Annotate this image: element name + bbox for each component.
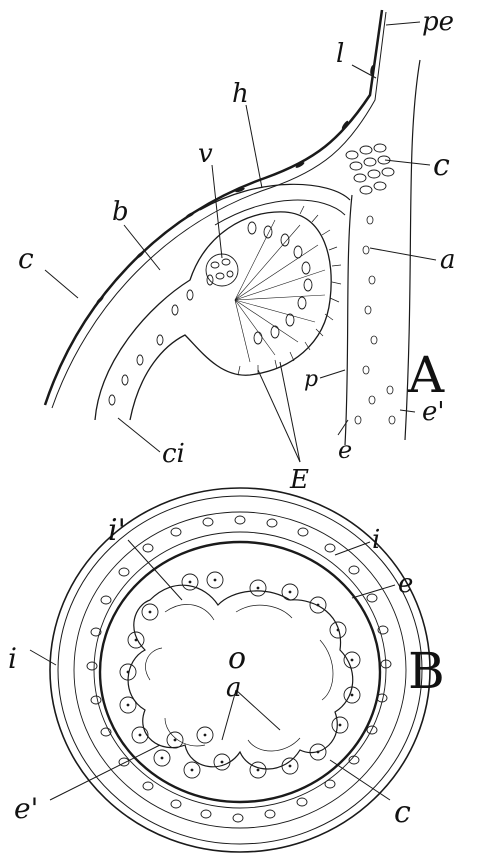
outer-wall-a <box>45 10 382 405</box>
panel-label-b: B <box>408 642 445 700</box>
label-a-pe: pe <box>422 7 454 37</box>
sensory-epithelium <box>95 212 331 420</box>
label-b-c: c <box>394 795 411 830</box>
label-a-e: e <box>338 436 352 464</box>
label-a-c-left: c <box>18 242 34 275</box>
label-a-a: a <box>440 245 456 275</box>
label-a-l: l <box>336 39 344 69</box>
cell-cluster <box>346 144 394 194</box>
label-b-e-prime: e' <box>14 792 38 825</box>
sensory-nuclei <box>109 222 312 405</box>
right-wall-cells <box>355 216 395 424</box>
cilia-fringe <box>238 206 341 375</box>
label-a-h: h <box>232 79 249 109</box>
panel-label-a: A <box>407 346 445 404</box>
label-a-v: v <box>198 139 213 169</box>
label-a-p: p <box>304 367 318 392</box>
figure-a: pe l h c v b c a p e e' ci E A <box>18 7 456 495</box>
right-epithelium-inner <box>345 195 352 445</box>
figure-b: i' i e i o a e' c B <box>8 488 445 852</box>
columnar-cells <box>235 220 325 362</box>
label-a-c-top: c <box>433 148 450 183</box>
label-b-i-left: i <box>8 642 17 675</box>
nerve-bundle <box>206 254 238 286</box>
label-a-E: E <box>289 465 309 495</box>
label-a-ci: ci <box>162 439 185 469</box>
label-b-o: o <box>228 641 246 676</box>
outer-wall-a-inner <box>52 12 386 408</box>
label-b-a: a <box>226 673 242 703</box>
label-b-i-top: i <box>372 525 380 555</box>
label-b-i-prime: i' <box>108 513 126 548</box>
label-a-b: b <box>112 197 129 227</box>
label-b-e: e <box>398 569 413 599</box>
